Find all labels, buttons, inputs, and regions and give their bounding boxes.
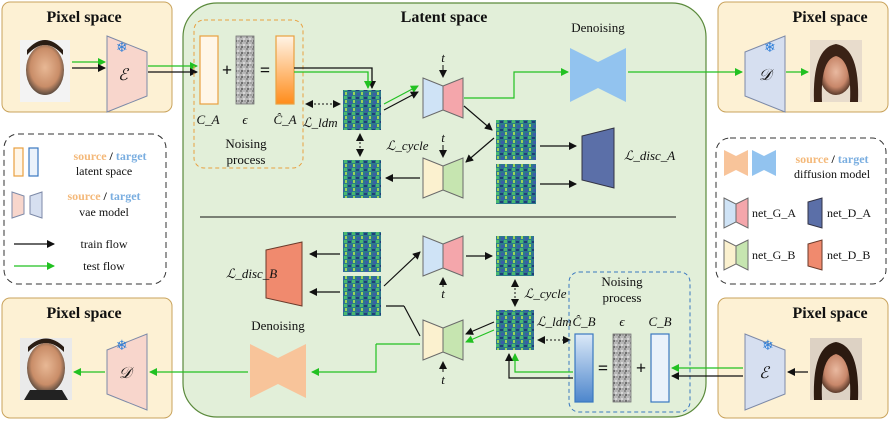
pixel-space-title-bl: Pixel space: [46, 305, 121, 322]
encoder-symbol-top: ℰ: [118, 67, 130, 84]
snowflake-icon: ❄: [116, 40, 128, 56]
label-l-cycle-bottom: ℒ_cycle: [524, 286, 567, 301]
decoder-symbol-top: 𝒟: [759, 67, 775, 84]
legend-vae-label: vae model: [79, 205, 129, 219]
legend-test-flow-label: test flow: [83, 259, 125, 273]
legend-net-g-a-swatch: [723, 197, 749, 229]
snowflake-icon: ❄: [116, 338, 128, 354]
latent-bar-c-b: [650, 333, 670, 403]
label-epsilon-bottom: ϵ: [619, 314, 625, 329]
latent-image-a1: [343, 90, 381, 130]
legend-left-source-target-2: source / target: [67, 189, 140, 203]
t-label-bottom-a: t: [441, 286, 445, 301]
latent-image-a2: [343, 160, 381, 198]
label-l-ldm-bottom: ℒ_ldm: [536, 314, 571, 329]
latent-image-b-disc1: [343, 232, 381, 272]
noising-process-bottom: [568, 271, 691, 413]
legend-diffusion-target-swatch: [752, 150, 776, 176]
label-c-b-hat: Ĉ_B: [572, 314, 595, 329]
legend-latent-source-swatch: [13, 147, 24, 177]
decoder-symbol-bottom: 𝒟: [119, 365, 135, 382]
legend-net-d-b-label: net_D_B: [827, 248, 870, 262]
latent-image-a-recon: [496, 236, 534, 276]
snowflake-icon: ❄: [762, 338, 774, 354]
vae-decoder-bottom: 𝒟 ❄: [106, 333, 148, 411]
encoder-symbol-bottom: ℰ: [759, 365, 771, 382]
legend-net-d-b-swatch: [807, 239, 823, 271]
legend-vae-target-swatch: [29, 191, 43, 219]
noise-bar-top: [235, 35, 255, 105]
pixel-space-title-tr: Pixel space: [792, 9, 867, 26]
legend-latent-target-swatch: [28, 147, 39, 177]
legend-diffusion-source-swatch: [724, 150, 748, 176]
legend-vae-source-swatch: [11, 191, 25, 219]
t-label-bottom-b: t: [441, 372, 445, 387]
latent-bar-c-a-hat: [275, 35, 295, 105]
legend-latent-label: latent space: [76, 164, 132, 178]
denoising-bottom-label: Denoising: [251, 318, 305, 333]
disc-a-top: [581, 127, 615, 189]
legend-left: [3, 133, 167, 285]
face-image-source-b: [810, 338, 862, 400]
face-image-output-a: [20, 338, 72, 400]
label-l-disc-b: ℒ_disc_B: [226, 266, 277, 281]
net-g-b-top: t: [422, 130, 464, 199]
legend-net-g-b-label: net_G_B: [752, 248, 795, 262]
legend-train-flow-label: train flow: [81, 237, 128, 251]
net-g-b-bottom: t: [422, 319, 464, 387]
vae-encoder-top: ℰ ❄: [106, 35, 148, 113]
denoising-top-label: Denoising: [571, 20, 625, 35]
noise-bar-bottom: [612, 333, 632, 403]
legend-net-d-a-swatch: [807, 197, 823, 229]
pixel-space-title-tl: Pixel space: [46, 9, 121, 26]
snowflake-icon: ❄: [764, 40, 776, 56]
label-l-cycle-top: ℒ_cycle: [386, 138, 429, 153]
latent-bar-c-b-hat: [574, 333, 594, 403]
vae-encoder-bottom: ℰ ❄: [744, 333, 786, 411]
latent-bar-c-a: [199, 35, 219, 105]
label-l-ldm-top: ℒ_ldm: [302, 115, 337, 130]
legend-net-d-a-label: net_D_A: [827, 206, 871, 220]
face-image-output-b: [810, 40, 862, 102]
legend-left-source-target-1: source / target: [73, 149, 146, 163]
label-c-b: C_B: [648, 314, 671, 329]
legend-right: [715, 137, 887, 285]
latent-image-b-fake: [496, 120, 536, 160]
t-label-top-a: t: [441, 50, 445, 65]
plus-sign-bottom: +: [636, 358, 646, 378]
label-l-disc-a: ℒ_disc_A: [624, 148, 675, 163]
equals-sign-top: =: [260, 60, 270, 80]
legend-diffusion-label: diffusion model: [794, 167, 871, 181]
net-g-a-top: t: [422, 50, 464, 119]
equals-sign-bottom: =: [598, 358, 608, 378]
t-label-top-b: t: [441, 130, 445, 145]
plus-sign-top: +: [222, 60, 232, 80]
label-epsilon-top: ϵ: [242, 112, 248, 127]
face-image-source-a: [20, 40, 70, 102]
legend-right-source-target: source / target: [795, 152, 868, 166]
label-c-a-hat: Ĉ_A: [273, 112, 296, 127]
legend-net-g-b-swatch: [723, 239, 749, 271]
noising-process-top: [193, 19, 304, 169]
latent-image-b-disc2: [343, 276, 381, 316]
diffusion-denoiser-bottom: Denoising: [250, 318, 306, 398]
vae-decoder-top: 𝒟 ❄: [744, 35, 786, 113]
diffusion-denoiser-top: Denoising: [570, 20, 626, 102]
net-g-a-bottom: t: [422, 235, 464, 301]
latent-space-title: Latent space: [401, 9, 488, 26]
label-c-a: C_A: [196, 112, 219, 127]
latent-image-b1: [496, 310, 534, 350]
legend-net-g-a-label: net_G_A: [752, 206, 796, 220]
latent-image-b-real: [496, 164, 536, 204]
pixel-space-title-br: Pixel space: [792, 305, 867, 322]
disc-b-bottom: [265, 241, 303, 307]
